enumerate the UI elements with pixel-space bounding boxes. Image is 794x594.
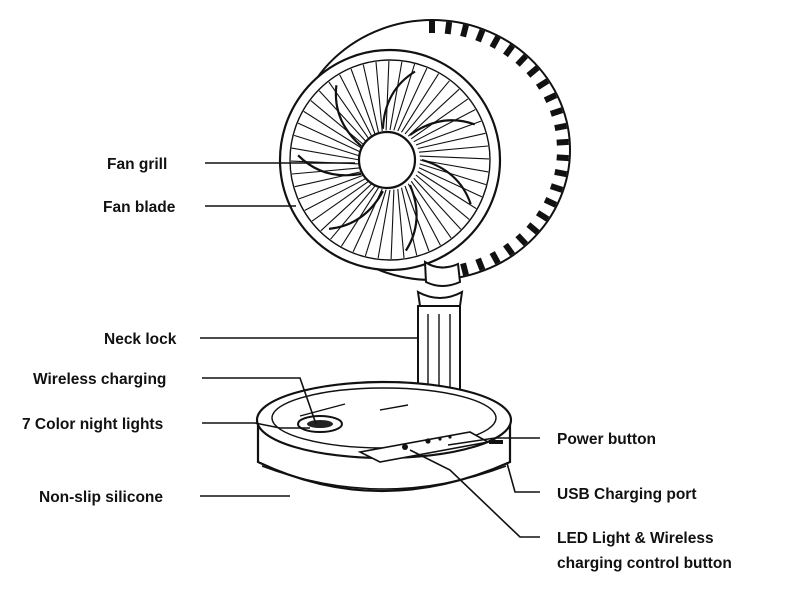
label-wireless-charging: Wireless charging [33,371,166,388]
control-panel [357,431,491,463]
label-night-lights: 7 Color night lights [22,416,163,433]
leader-lines [200,162,540,538]
power-button [425,438,431,444]
fan-grill [290,60,490,260]
label-led-line2: charging control button [557,555,732,572]
fan-base [255,380,513,492]
non-slip-silicone [261,465,507,490]
housing-fins [429,21,569,279]
label-fan-grill: Fan grill [107,156,167,173]
fan-head [278,19,571,281]
led-control-button [402,444,408,450]
label-neck-lock: Neck lock [104,331,177,348]
label-power-button: Power button [557,431,656,448]
label-usb-charging-port: USB Charging port [557,486,697,503]
fan-hub [357,130,417,190]
label-led-line1: LED Light & Wireless [557,530,714,547]
fan-blade [297,70,476,252]
label-non-slip-silicone: Non-slip silicone [39,489,163,506]
night-light-ring [307,420,333,428]
usb-port [489,440,503,444]
label-fan-blade: Fan blade [103,199,176,216]
